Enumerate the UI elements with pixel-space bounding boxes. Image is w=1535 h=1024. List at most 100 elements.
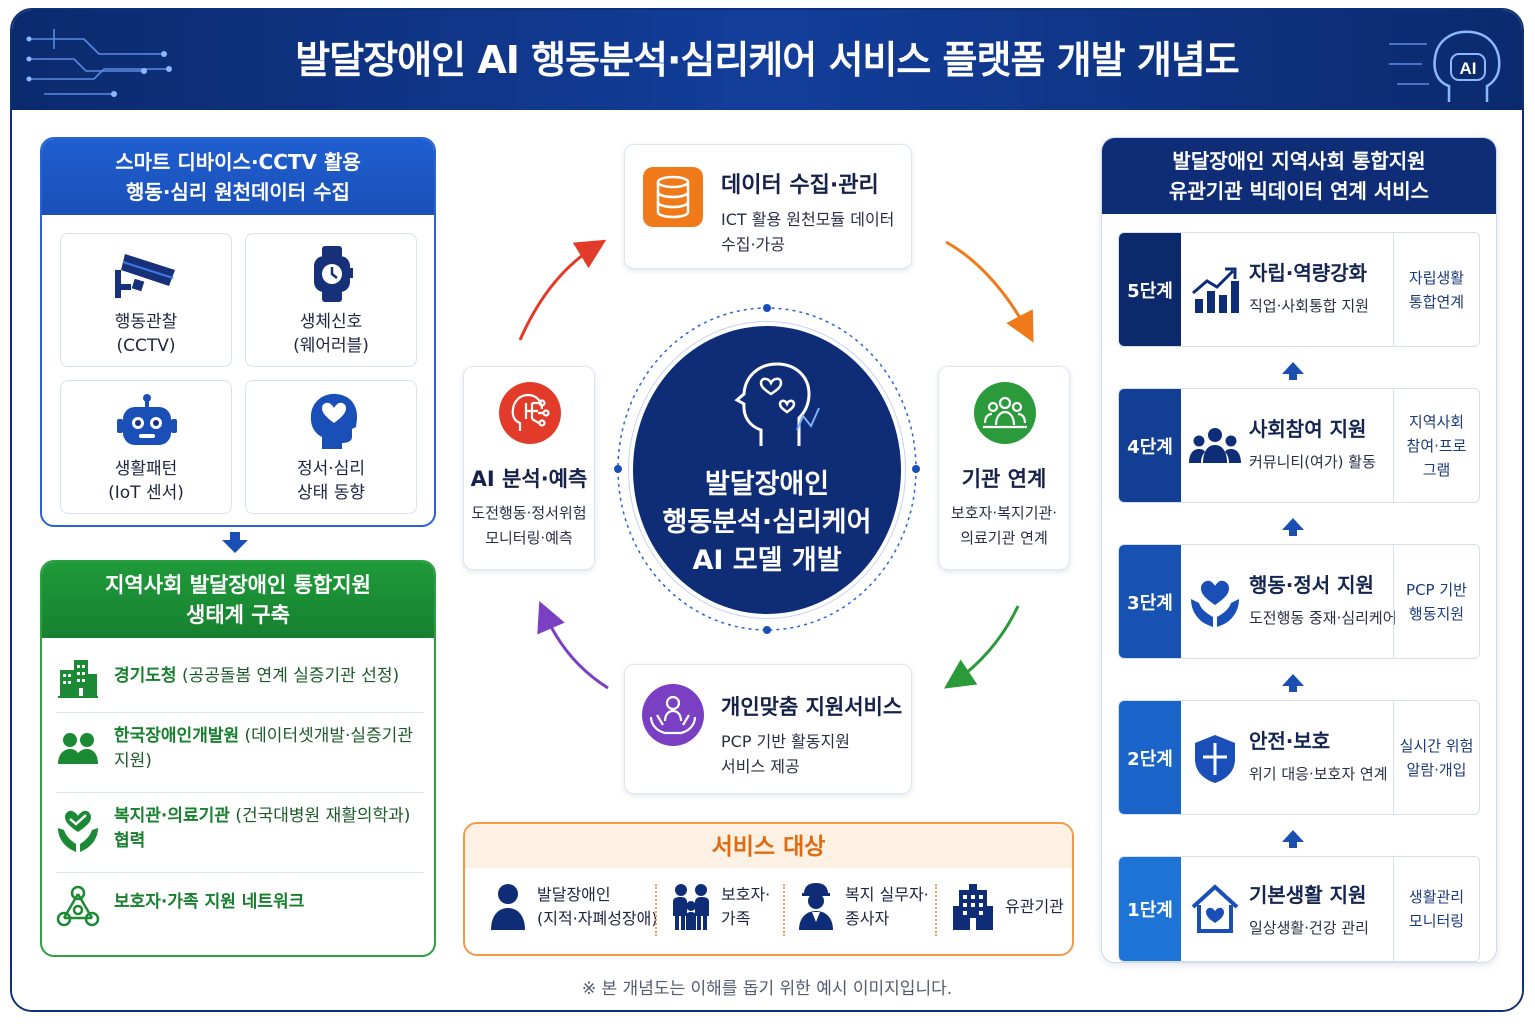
- separator: [655, 884, 657, 936]
- result-line: 생활관리: [1408, 888, 1465, 906]
- data-collection-panel: 스마트 디바이스·CCTV 활용 행동·심리 원천데이터 수집 행동관찰 (CC…: [40, 137, 436, 527]
- core-text: 발달장애인 행동분석·심리케어 AI 모델 개발: [633, 466, 901, 580]
- stage-title: 안전·보호: [1249, 729, 1331, 753]
- person-icon: [491, 884, 525, 930]
- stage-desc: 도전행동 중재·심리케어: [1249, 609, 1397, 627]
- core-circle: 발달장애인 행동분석·심리케어 AI 모델 개발: [629, 322, 905, 618]
- linkage-box: 기관 연계 보호자·복지기관· 의료기관 연계: [938, 366, 1070, 570]
- tile-label: 생체신호: [299, 312, 363, 332]
- network-icon: [56, 885, 100, 927]
- target-line: 가족: [721, 909, 751, 928]
- stage-number: 4단계: [1119, 389, 1181, 502]
- group-icon: [1189, 428, 1241, 463]
- ecosystem-item-detail: (공공돌봄 연계 실증기관 선정): [176, 666, 400, 686]
- desc-line: 서비스 제공: [721, 757, 800, 776]
- target-line: 종사자: [845, 909, 890, 928]
- core-line-1: 발달장애인: [704, 469, 830, 500]
- desc-line: 도전행동·정서위험: [471, 504, 587, 522]
- target-text: 발달장애인(지적·자폐성장애): [537, 883, 658, 931]
- heading-line-2: 생태계 구축: [186, 603, 290, 627]
- ecosystem-item-detail: (데이터셋개발·실증기관: [239, 726, 413, 746]
- box-desc: PCP 기반 활동지원 서비스 제공: [721, 729, 850, 779]
- heading-line-1: 지역사회 발달장애인 통합지원: [105, 573, 371, 597]
- service-target-panel: 서비스 대상 발달장애인(지적·자폐성장애) 보호자· 가족: [463, 822, 1074, 956]
- target-family: 보호자· 가족: [671, 882, 770, 932]
- integrated-support-heading: 발달장애인 지역사회 통합지원 유관기관 빅데이터 연계 서비스: [1102, 138, 1496, 214]
- stage-desc: 직업·사회통합 지원: [1249, 297, 1369, 315]
- ai-brain-icon: [499, 382, 561, 444]
- box-title: 개인맞춤 지원서비스: [721, 695, 903, 719]
- stage-number: 3단계: [1119, 545, 1181, 658]
- ecosystem-item-gyeonggi: 경기도청 (공공돌봄 연계 실증기관 선정): [56, 656, 424, 700]
- result-line: 자립생활: [1408, 268, 1465, 287]
- institution-icon: [953, 884, 993, 930]
- service-target-heading: 서비스 대상: [465, 824, 1072, 868]
- target-worker: 복지 실무자·종사자: [797, 882, 929, 932]
- target-line: 발달장애인: [537, 885, 611, 904]
- ecosystem-item-title: 복지관·의료기관: [114, 806, 230, 826]
- target-text: 유관기관: [1005, 895, 1064, 919]
- building-icon: [58, 660, 98, 698]
- stage-number: 1단계: [1119, 857, 1181, 961]
- target-institution: 유관기관: [951, 882, 1064, 932]
- target-line: 유관기관: [1005, 897, 1064, 916]
- box-desc: ICT 활용 원천모듈 데이터 수집·가공: [721, 207, 894, 257]
- shield-icon: [1195, 735, 1235, 783]
- heading-line-1: 발달장애인 지역사회 통합지원: [1172, 149, 1426, 173]
- header-bar: 발달장애인 AI 행동분석·심리케어 서비스 플랫폼 개발 개념도 AI: [12, 10, 1522, 110]
- page-title: 발달장애인 AI 행동분석·심리케어 서비스 플랫폼 개발 개념도: [295, 38, 1239, 82]
- stage-number: 2단계: [1119, 701, 1181, 814]
- ecosystem-item-detail: (건국대병원 재활의학과): [229, 806, 411, 826]
- circuit-decoration-icon: [26, 29, 172, 97]
- tile-iot: 생활패턴 (IoT 센서): [60, 380, 232, 514]
- box-desc: 도전행동·정서위험 모니터링·예측: [464, 501, 594, 551]
- care-person-icon: [642, 684, 704, 746]
- result-line: 그램: [1422, 460, 1451, 479]
- arrow-to-analysis: [537, 600, 609, 690]
- tile-label: 정서·심리: [297, 459, 365, 479]
- result-line: PCP 기반: [1406, 580, 1467, 599]
- database-icon: [643, 167, 703, 227]
- up-arrow-icon: [1282, 518, 1304, 536]
- box-title: 데이터 수집·관리: [721, 173, 879, 198]
- stage-desc: 일상생활·건강 관리: [1249, 919, 1369, 937]
- smartwatch-icon: [314, 246, 353, 302]
- tile-label: 생활패턴: [114, 459, 178, 479]
- result-line: 모니터링: [1408, 912, 1465, 930]
- divider: [56, 872, 424, 873]
- desc-line: 모니터링·예측: [485, 529, 573, 547]
- core-line-2: 행동분석·심리케어: [662, 507, 872, 538]
- stage-number: 5단계: [1119, 233, 1181, 346]
- stage-desc: 커뮤니티(여가) 활동: [1249, 453, 1376, 471]
- tile-label: 상태 동향: [297, 483, 365, 503]
- arrow-to-service: [944, 605, 1020, 689]
- footnote: ※ 본 개념도는 이해를 돕기 위한 예시 이미지입니다.: [581, 979, 953, 999]
- desc-line: PCP 기반 활동지원: [721, 732, 850, 751]
- target-line: 보호자·: [721, 885, 771, 904]
- arrow-to-linkage: [945, 240, 1034, 343]
- robot-iot-icon: [117, 394, 177, 445]
- ecosystem-item-title: 보호자·가족 지원 네트워크: [114, 892, 305, 912]
- target-text: 보호자· 가족: [721, 883, 770, 931]
- desc-line: ICT 활용 원천모듈 데이터: [721, 210, 895, 229]
- core-line-3: AI 모델 개발: [692, 545, 842, 576]
- desc-line: 보호자·복지기관·: [950, 504, 1058, 522]
- result-line: 통합연계: [1408, 292, 1465, 311]
- ecosystem-heading: 지역사회 발달장애인 통합지원 생태계 구축: [42, 562, 434, 638]
- tile-label: (IoT 센서): [108, 483, 184, 503]
- ecosystem-panel: 지역사회 발달장애인 통합지원 생태계 구축 경기도청 (공공돌봄 연계 실증기…: [40, 560, 436, 957]
- data-management-box: 데이터 수집·관리 ICT 활용 원천모듈 데이터 수집·가공: [624, 144, 912, 269]
- divider: [56, 792, 424, 793]
- target-text: 복지 실무자·종사자: [845, 883, 929, 931]
- stage-title: 행동·정서 지원: [1249, 573, 1374, 597]
- ecosystem-item-title: 한국장애인개발원: [114, 726, 240, 746]
- tile-wearable: 생체신호 (웨어러블): [245, 233, 417, 367]
- stage-title: 사회참여 지원: [1249, 417, 1367, 441]
- cctv-camera-icon: [115, 254, 175, 298]
